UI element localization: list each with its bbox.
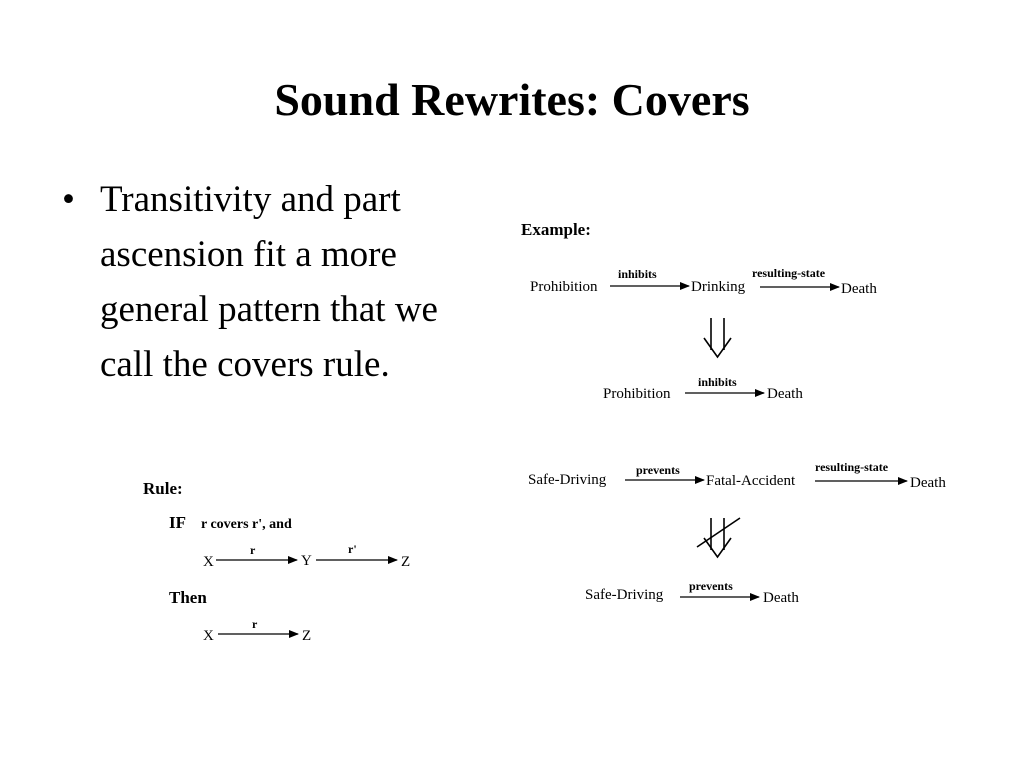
slide-title: Sound Rewrites: Covers [274,74,750,125]
result-1-chain: Prohibition inhibits Death [603,375,803,402]
node-x: X [203,628,214,644]
node-x: X [203,554,214,570]
label-inhibits: inhibits [618,267,657,281]
node-prohibition: Prohibition [603,386,671,402]
node-death: Death [910,475,946,491]
label-resulting-state: resulting-state [815,460,889,474]
bullet-item: • Transitivity and part ascension fit a … [62,172,492,392]
label-prevents: prevents [689,579,733,593]
bullet-text: Transitivity and part ascension fit a mo… [100,179,438,385]
node-safe-driving: Safe-Driving [585,587,664,603]
rule-heading: Rule: [143,479,183,498]
label-prevents: prevents [636,463,680,477]
label-resulting-state: resulting-state [752,266,826,280]
node-z: Z [302,628,311,644]
node-fatal-accident: Fatal-Accident [706,473,796,489]
node-z: Z [401,554,410,570]
label-r-prime: r' [348,542,357,556]
rule-premise-chain: X r Y r' Z [203,542,410,570]
rule-conclusion-chain: X r Z [203,617,311,644]
label-r: r [252,617,258,631]
node-y: Y [301,553,312,569]
example-diagram: Example: Prohibition inhibits Drinking r… [521,220,946,606]
node-death: Death [841,281,877,297]
if-condition: r covers r', and [201,517,292,532]
then-keyword: Then [169,588,207,607]
result-2-chain: Safe-Driving prevents Death [585,579,799,606]
node-death: Death [763,590,799,606]
example-1-chain: Prohibition inhibits Drinking resulting-… [530,266,877,297]
bullet-dot: • [62,179,75,220]
node-safe-driving: Safe-Driving [528,472,607,488]
not-implies-down-arrow [696,517,741,559]
bullet-list: • Transitivity and part ascension fit a … [62,172,492,392]
implies-down-arrow [703,318,732,359]
label-inhibits: inhibits [698,375,737,389]
if-keyword: IF [169,513,186,532]
rule-diagram: Rule: IF r covers r', and X r Y r' Z The… [143,479,410,644]
node-death: Death [767,386,803,402]
label-r: r [250,543,256,557]
node-drinking: Drinking [691,279,746,295]
example-heading: Example: [521,220,591,239]
example-2-chain: Safe-Driving prevents Fatal-Accident res… [528,460,946,491]
node-prohibition: Prohibition [530,279,598,295]
